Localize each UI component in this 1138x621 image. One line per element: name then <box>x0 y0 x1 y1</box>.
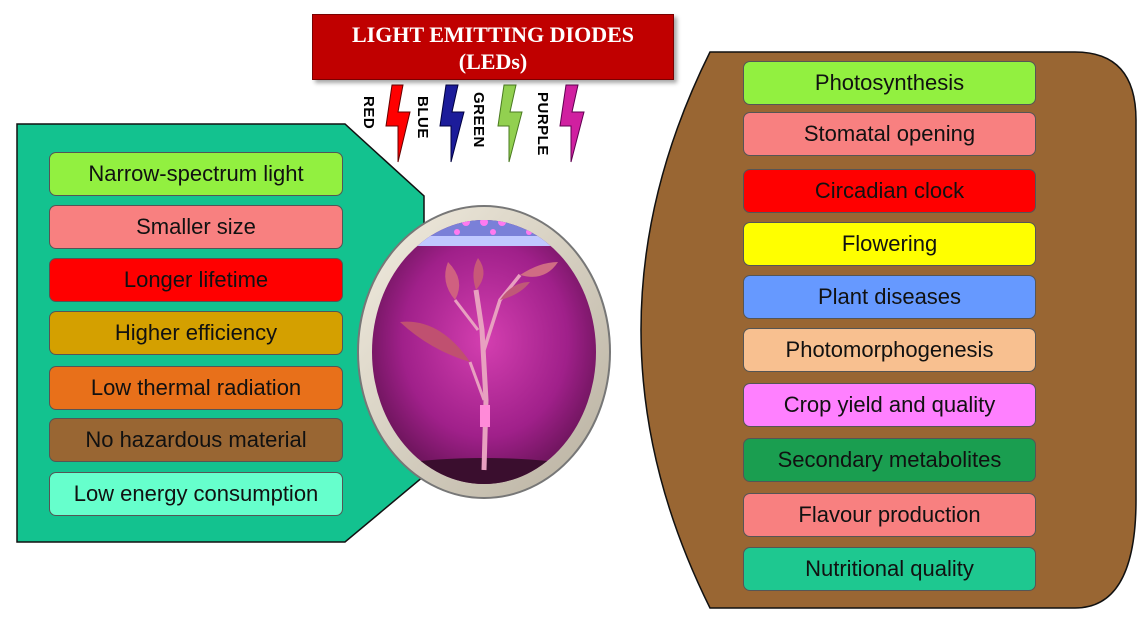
effect-box: Photosynthesis <box>743 61 1036 105</box>
advantage-label: No hazardous material <box>85 427 307 452</box>
advantage-box: Smaller size <box>49 205 343 249</box>
red-led-bolt-icon <box>385 84 411 163</box>
effect-box: Circadian clock <box>743 169 1036 213</box>
blue-led-bolt-icon <box>439 84 465 163</box>
advantage-box: Higher efficiency <box>49 311 343 355</box>
advantage-label: Higher efficiency <box>114 320 278 345</box>
led-label-red: RED <box>360 96 377 130</box>
effect-box: Plant diseases <box>743 275 1036 319</box>
effect-label: Flavour production <box>798 502 981 527</box>
advantage-box: Longer lifetime <box>49 258 343 302</box>
advantage-label: Low energy consumption <box>73 481 319 506</box>
effect-box: Secondary metabolites <box>743 438 1036 482</box>
effect-label: Photosynthesis <box>814 70 965 95</box>
effect-label: Circadian clock <box>814 178 965 203</box>
advantage-label: Smaller size <box>136 214 256 239</box>
advantage-label: Low thermal radiation <box>90 375 302 400</box>
effect-label: Plant diseases <box>817 284 962 309</box>
effect-label: Flowering <box>841 231 938 256</box>
advantage-label: Narrow-spectrum light <box>88 161 304 186</box>
title-line-1: LIGHT EMITTING DIODES <box>351 22 634 47</box>
led-label-green: GREEN <box>470 92 487 148</box>
effect-box: Nutritional quality <box>743 547 1036 591</box>
advantage-box: Low energy consumption <box>49 472 343 516</box>
advantage-box: No hazardous material <box>49 418 343 462</box>
advantage-label: Longer lifetime <box>123 267 269 292</box>
effect-label: Stomatal opening <box>803 121 976 146</box>
effect-box: Photomorphogenesis <box>743 328 1036 372</box>
green-led-bolt-icon <box>497 84 523 163</box>
advantage-box: Low thermal radiation <box>49 366 343 410</box>
leds-title-banner: LIGHT EMITTING DIODES (LEDs) <box>312 14 674 80</box>
effect-label: Secondary metabolites <box>777 447 1002 472</box>
effect-box: Crop yield and quality <box>743 383 1036 427</box>
title-line-2: (LEDs) <box>458 49 528 74</box>
effect-label: Crop yield and quality <box>783 392 996 417</box>
led-label-blue: BLUE <box>414 96 431 139</box>
effect-box: Flavour production <box>743 493 1036 537</box>
effect-box: Flowering <box>743 222 1036 266</box>
effect-box: Stomatal opening <box>743 112 1036 156</box>
effect-label: Nutritional quality <box>805 556 974 581</box>
advantage-box: Narrow-spectrum light <box>49 152 343 196</box>
purple-led-bolt-icon <box>559 84 585 163</box>
effect-label: Photomorphogenesis <box>785 337 994 362</box>
led-label-purple: PURPLE <box>534 92 551 156</box>
